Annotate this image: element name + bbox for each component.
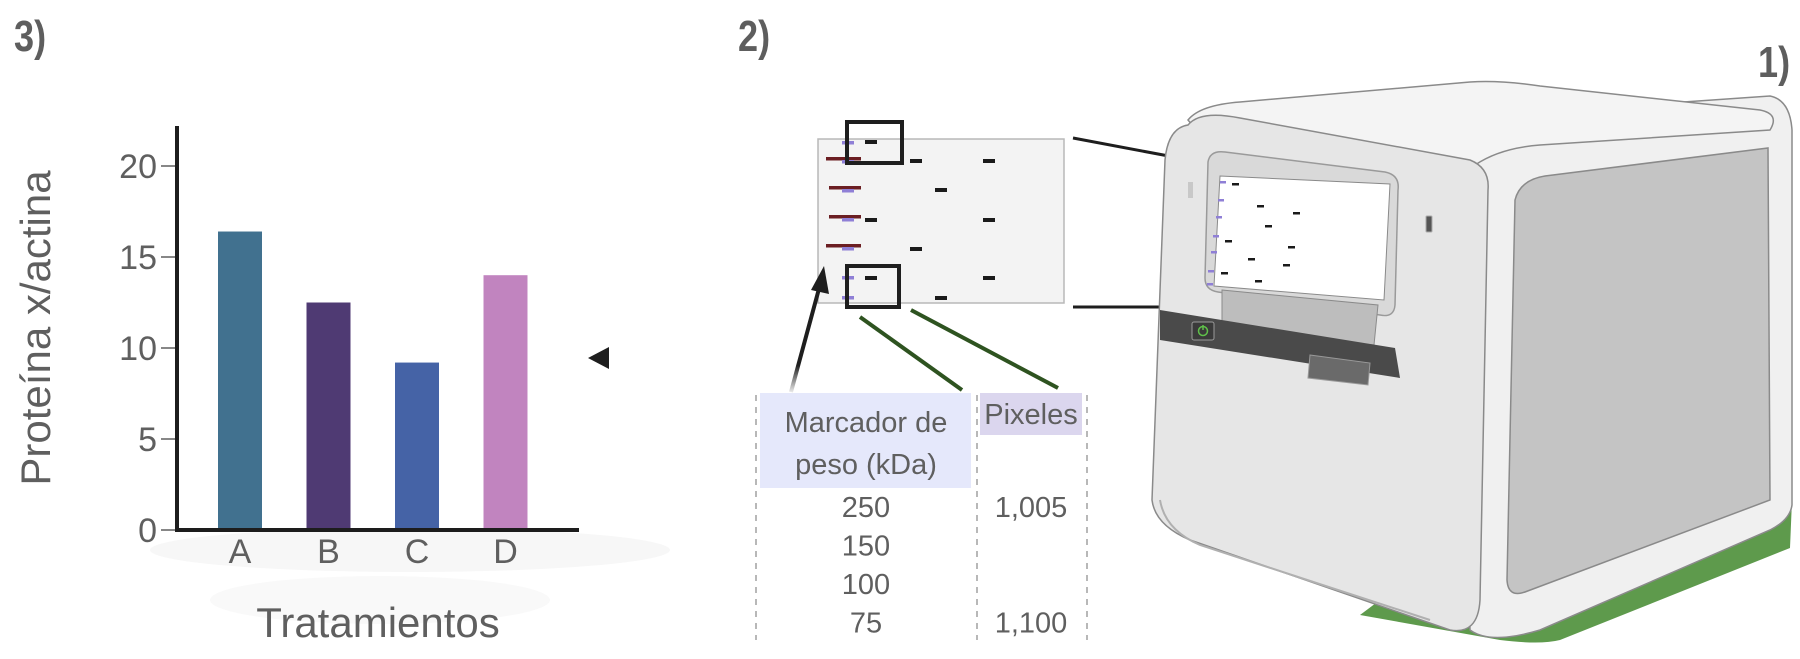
- y-tick-label: 5: [138, 421, 157, 459]
- table-cell-marker: 250: [842, 492, 890, 524]
- sample-band: [935, 296, 947, 300]
- selection-box-top[interactable]: [845, 120, 904, 165]
- ladder-band: [829, 186, 861, 190]
- power-icon: [1197, 325, 1209, 337]
- weight-table: Marcador de peso (kDa) Pixeles 250 1,005 1…: [755, 393, 1088, 640]
- arrow-head-left-icon: [588, 347, 609, 369]
- gel-imager: [1151, 80, 1793, 643]
- ladder-arrow: [789, 284, 822, 393]
- x-tick-label: C: [405, 533, 430, 571]
- label-shadow: [210, 576, 550, 624]
- sample-band: [983, 276, 995, 280]
- connector-line-marker: [858, 315, 964, 392]
- y-tick-label: 20: [119, 148, 157, 186]
- table-cell-marker: 75: [850, 608, 882, 640]
- table-header-marker-line1: Marcador de: [785, 407, 948, 439]
- x-tick-label: B: [317, 533, 340, 571]
- screen-band: [1265, 225, 1272, 228]
- screen-band: [1221, 272, 1228, 275]
- screen-band: [1207, 283, 1213, 286]
- sample-band: [983, 218, 995, 222]
- screen-band: [1293, 212, 1300, 215]
- marker-band: [842, 189, 854, 193]
- sample-band: [910, 159, 922, 163]
- screen-band: [1218, 199, 1224, 202]
- status-indicator: [1188, 182, 1193, 198]
- drawer-handle[interactable]: [1307, 354, 1371, 386]
- sample-band: [910, 247, 922, 251]
- y-axis-title: Proteína x/actina: [12, 170, 59, 486]
- selection-box-bottom[interactable]: [845, 264, 901, 309]
- table-header-pixels: [980, 393, 1082, 435]
- x-axis-title: Tratamientos: [256, 599, 500, 646]
- ladder-band: [826, 244, 861, 248]
- table-cell-marker: 100: [842, 569, 890, 601]
- imager-side-panel: [1506, 147, 1771, 595]
- screen-band: [1213, 235, 1219, 238]
- y-tick-label: 10: [119, 330, 157, 368]
- screen-band: [1288, 246, 1295, 249]
- gel-panel: [789, 120, 1206, 393]
- power-button[interactable]: [1191, 321, 1215, 341]
- bar-C: [395, 362, 439, 530]
- y-tick-label: 15: [119, 239, 157, 277]
- arrow-head-up-icon: [811, 266, 829, 294]
- usb-port: [1425, 215, 1433, 233]
- step-3-label: 3): [14, 12, 47, 61]
- table-cell-pixels: 1,100: [995, 608, 1068, 640]
- marker-band: [842, 218, 854, 222]
- screen-band: [1220, 181, 1226, 184]
- screen-band: [1257, 205, 1264, 208]
- step-1-label: 1): [1758, 38, 1791, 87]
- label-shadow: [150, 528, 670, 572]
- table-header-marker-line2: peso (kDa): [795, 449, 937, 481]
- x-tick-label: D: [493, 533, 518, 571]
- bar-D: [483, 275, 528, 530]
- screen-band: [1211, 251, 1217, 254]
- connector-line-pixels: [910, 308, 1059, 390]
- step-2-label: 2): [738, 12, 771, 61]
- door-edge: [1159, 499, 1431, 621]
- table-cell-marker: 150: [842, 531, 890, 563]
- ladder-band: [829, 215, 861, 219]
- screen-band: [1255, 280, 1262, 283]
- screen-band: [1208, 270, 1214, 273]
- y-tick-label: 0: [138, 512, 157, 550]
- sample-band: [983, 159, 995, 163]
- screen-band: [1283, 264, 1290, 267]
- chart-layer: 0 5 10 15 20 A B C D Tratamientos Proteína x/ac…: [12, 126, 670, 646]
- table-cell-pixels: 1,005: [995, 492, 1068, 524]
- sample-band: [865, 140, 877, 144]
- result-arrow: [588, 347, 738, 369]
- x-tick-label: A: [229, 533, 252, 571]
- bar-A: [218, 231, 262, 530]
- imager-screen[interactable]: [1213, 175, 1391, 301]
- bar-B: [306, 302, 351, 530]
- screen-band: [1216, 216, 1222, 219]
- sample-band: [935, 188, 947, 192]
- table-header-pixels-label: Pixeles: [984, 399, 1078, 431]
- ladder-band: [826, 157, 861, 161]
- screen-band: [1232, 183, 1239, 186]
- gel-background: [817, 138, 1065, 304]
- sample-band: [865, 276, 877, 280]
- marker-band: [842, 247, 854, 251]
- screen-band: [1225, 240, 1232, 243]
- sample-band: [865, 218, 877, 222]
- table-header-marker: [760, 393, 971, 488]
- screen-band: [1248, 258, 1255, 261]
